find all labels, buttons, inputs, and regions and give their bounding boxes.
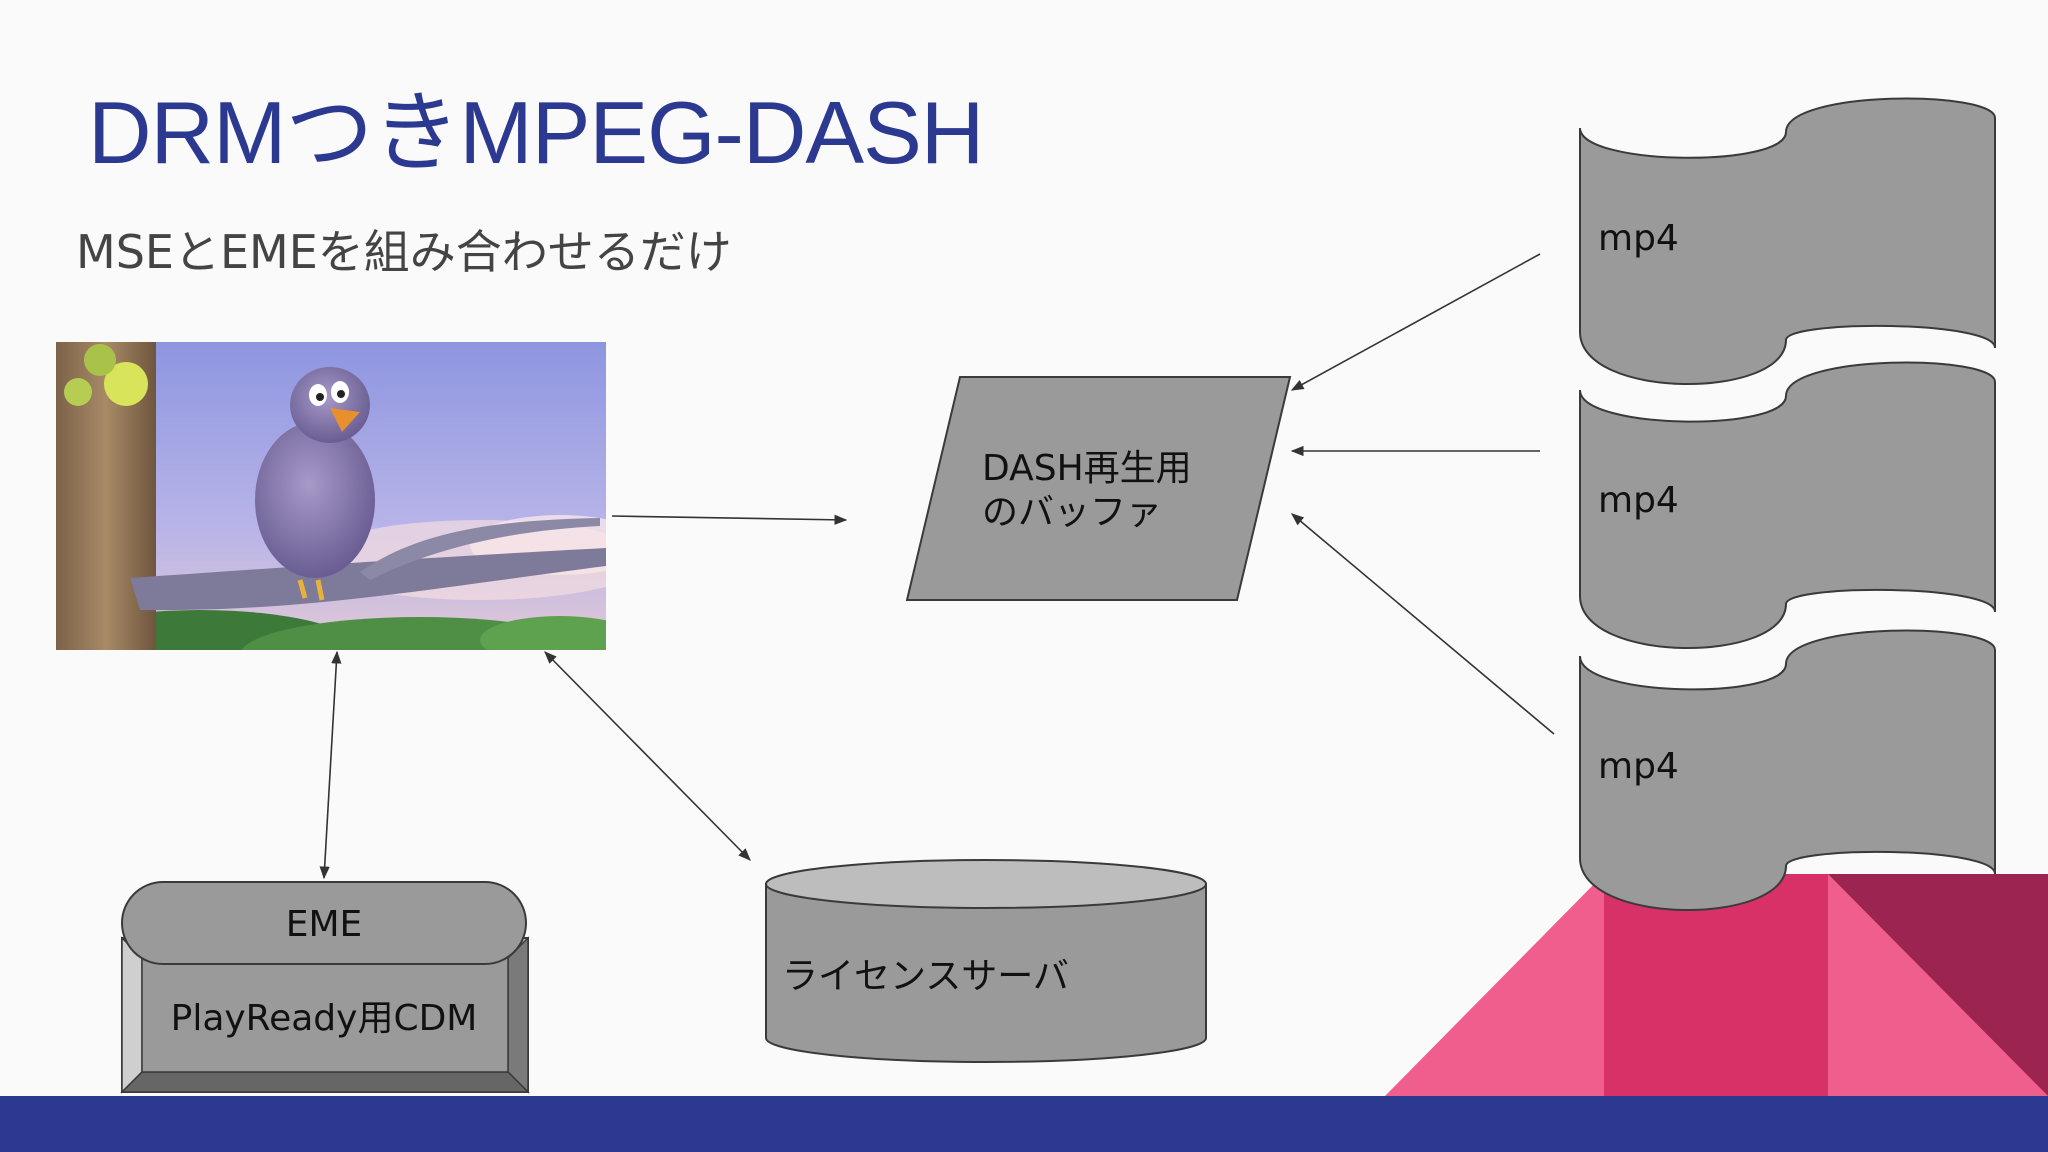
mp4-file-2: mp4 (1579, 361, 1996, 650)
mp4-label-2: mp4 (1598, 480, 1679, 521)
dash-buffer-line1: DASH再生用 (982, 448, 1192, 489)
eme-label: EME (286, 904, 363, 945)
license-server: ライセンスサーバ (765, 859, 1207, 1063)
cdm-label: PlayReady用CDM (171, 998, 478, 1039)
video-thumbnail (56, 342, 606, 650)
arrow-video-license-server (544, 651, 751, 861)
decorative-triangles (1385, 874, 2048, 1096)
footer-bar (0, 1096, 2048, 1152)
slide-subtitle: MSEとEMEを組み合わせるだけ (76, 225, 732, 279)
dash-buffer-line2: のバッファ (982, 492, 1162, 533)
mp4-file-1: mp4 (1579, 97, 1996, 386)
eme-cdm-block: PlayReady用CDM EME (120, 881, 530, 1094)
arrow-video-eme (319, 650, 342, 880)
mp4-label-1: mp4 (1598, 218, 1679, 259)
arrows (319, 253, 1555, 880)
dash-buffer: DASH再生用 のバッファ (905, 376, 1292, 601)
slide-title: DRMつきMPEG-DASH (88, 83, 984, 182)
mp4-label-3: mp4 (1598, 746, 1679, 787)
arrow-mp4-1-to-buffer (1290, 253, 1541, 391)
license-server-label: ライセンスサーバ (782, 956, 1069, 997)
arrow-mp4-3-to-buffer (1291, 513, 1555, 735)
mp4-file-3: mp4 (1579, 629, 1996, 912)
arrow-video-to-buffer (611, 514, 848, 525)
